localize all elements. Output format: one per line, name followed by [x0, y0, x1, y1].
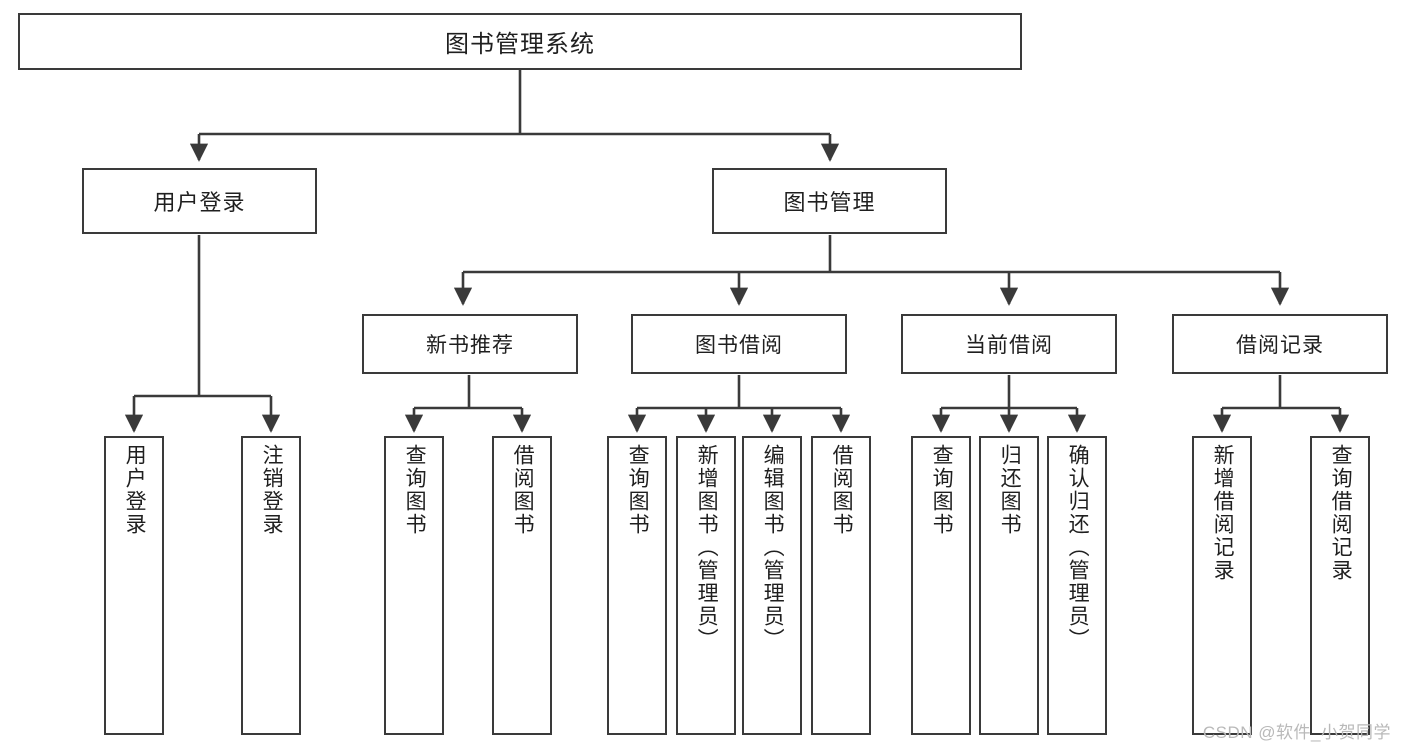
leaf-return-book-label: 归还图书 — [998, 444, 1022, 536]
leaf-query-borrow-record[interactable]: 查询借阅记录 — [1310, 436, 1370, 735]
node-borrow-record[interactable]: 借阅记录 — [1172, 314, 1388, 374]
leaf-query-book-1[interactable]: 查询图书 — [384, 436, 444, 735]
node-borrow-record-label: 借阅记录 — [1236, 334, 1324, 357]
leaf-add-borrow-record-label: 新增借阅记录 — [1211, 444, 1235, 582]
leaf-query-book-3-label: 查询图书 — [930, 444, 954, 536]
leaf-add-book-admin-label: 新增图书（管理员） — [695, 444, 719, 651]
leaf-logout-login[interactable]: 注销登录 — [241, 436, 301, 735]
leaf-return-book[interactable]: 归还图书 — [979, 436, 1039, 735]
node-book-borrow-label: 图书借阅 — [695, 334, 783, 357]
leaf-add-borrow-record[interactable]: 新增借阅记录 — [1192, 436, 1252, 735]
leaf-borrow-book-2-label: 借阅图书 — [830, 444, 854, 536]
node-book-borrow[interactable]: 图书借阅 — [631, 314, 847, 374]
node-book-manage[interactable]: 图书管理 — [712, 168, 947, 234]
leaf-user-login-label: 用户登录 — [123, 444, 147, 536]
node-root[interactable]: 图书管理系统 — [18, 13, 1022, 70]
leaf-borrow-book-1[interactable]: 借阅图书 — [492, 436, 552, 735]
node-user-login-label: 用户登录 — [153, 190, 246, 215]
node-book-manage-label: 图书管理 — [783, 190, 876, 215]
leaf-confirm-return-admin[interactable]: 确认归还（管理员） — [1047, 436, 1107, 735]
leaf-user-login[interactable]: 用户登录 — [104, 436, 164, 735]
leaf-edit-book-admin-label: 编辑图书（管理员） — [761, 444, 785, 651]
leaf-query-book-2-label: 查询图书 — [626, 444, 650, 536]
leaf-edit-book-admin[interactable]: 编辑图书（管理员） — [742, 436, 802, 735]
leaf-query-book-2[interactable]: 查询图书 — [607, 436, 667, 735]
node-new-book-recommend[interactable]: 新书推荐 — [362, 314, 578, 374]
leaf-logout-login-label: 注销登录 — [260, 444, 284, 536]
leaf-borrow-book-1-label: 借阅图书 — [511, 444, 535, 536]
node-root-label: 图书管理系统 — [445, 31, 595, 58]
leaf-query-book-3[interactable]: 查询图书 — [911, 436, 971, 735]
leaf-add-book-admin[interactable]: 新增图书（管理员） — [676, 436, 736, 735]
node-current-borrow-label: 当前借阅 — [965, 334, 1053, 357]
node-current-borrow[interactable]: 当前借阅 — [901, 314, 1117, 374]
node-user-login[interactable]: 用户登录 — [82, 168, 317, 234]
leaf-query-book-1-label: 查询图书 — [403, 444, 427, 536]
leaf-borrow-book-2[interactable]: 借阅图书 — [811, 436, 871, 735]
leaf-query-borrow-record-label: 查询借阅记录 — [1329, 444, 1353, 582]
node-new-book-recommend-label: 新书推荐 — [426, 334, 514, 357]
watermark: CSDN @软件_小贺同学 — [1202, 723, 1391, 742]
leaf-confirm-return-admin-label: 确认归还（管理员） — [1066, 444, 1090, 651]
